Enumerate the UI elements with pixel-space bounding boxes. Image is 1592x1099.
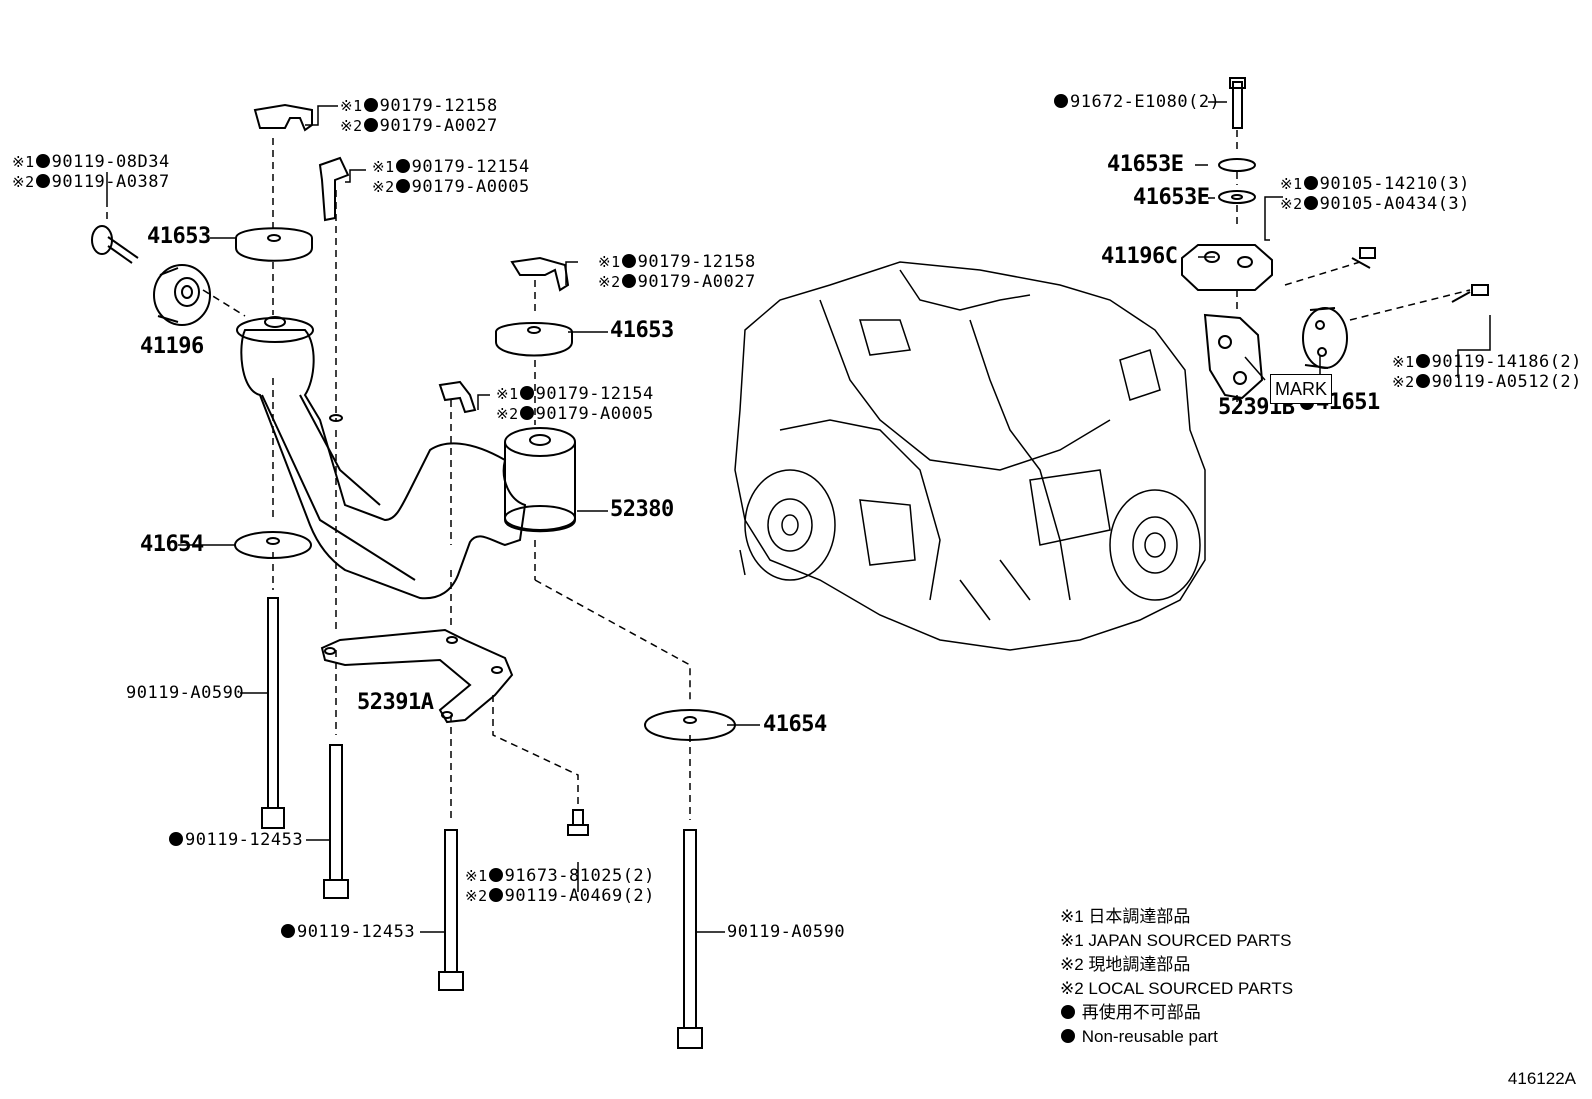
non-reusable-dot-icon: [1303, 196, 1318, 210]
diagram-code: 416122A: [1507, 1069, 1576, 1088]
part-41196: 41196: [140, 334, 204, 359]
non-reusable-dot-icon: [395, 179, 410, 193]
part-52391A: 52391A: [357, 690, 434, 715]
leader-lines: [106, 101, 1491, 933]
part-41654-right: 41654: [763, 712, 827, 737]
insulators: [234, 158, 1256, 741]
non-reusable-dot-icon: [35, 154, 50, 168]
part-41653-left: 41653: [147, 224, 211, 249]
legend-nonreusable-jp: 再使用不可部品: [1060, 1001, 1293, 1025]
legend-local-jp: ※2 現地調達部品: [1060, 955, 1191, 974]
bolts: [91, 77, 1489, 1049]
non-reusable-dot-icon: [281, 924, 295, 938]
non-reusable-dot-icon: [621, 254, 636, 268]
bushing-41196: [153, 264, 211, 326]
part-41196C: 41196C: [1101, 244, 1178, 269]
right-mount-assembly: [1181, 244, 1348, 400]
part-90119-A0590-right: 90119-A0590: [727, 922, 846, 942]
non-reusable-dot-icon: [621, 274, 636, 288]
non-reusable-dot-icon: [1415, 354, 1430, 368]
non-reusable-dot-icon: [1303, 176, 1318, 190]
mark-label: MARK: [1270, 374, 1332, 404]
non-reusable-dot-icon: [488, 868, 503, 882]
part-41653E-a: 41653E: [1107, 152, 1184, 177]
non-reusable-dot-icon: [1061, 1005, 1075, 1019]
part-90119-12453-b: 90119-12453: [280, 922, 415, 942]
legend-local-en: ※2 LOCAL SOURCED PARTS: [1060, 979, 1294, 998]
non-reusable-dot-icon: [1415, 374, 1430, 388]
part-91672-E1080: 91672-E1080(2): [1053, 92, 1220, 112]
non-reusable-dot-icon: [1061, 1029, 1075, 1043]
mount-bracket-drawing: [236, 316, 576, 724]
non-reusable-dot-icon: [363, 118, 378, 132]
legend: ※1 日本調達部品 ※1 JAPAN SOURCED PARTS ※2 現地調達…: [1060, 905, 1293, 1049]
part-90119-A0590-left: 90119-A0590: [126, 683, 245, 703]
clip-brackets: [253, 103, 570, 414]
non-reusable-dot-icon: [519, 406, 534, 420]
non-reusable-dot-icon: [395, 159, 410, 173]
non-reusable-dot-icon: [363, 98, 378, 112]
part-90119-12453-a: 90119-12453: [168, 830, 303, 850]
non-reusable-dot-icon: [1054, 94, 1068, 108]
part-52380: 52380: [610, 497, 674, 522]
legend-nonreusable-en: Non-reusable part: [1060, 1025, 1293, 1049]
legend-japan-en: ※1 JAPAN SOURCED PARTS: [1060, 931, 1292, 950]
part-41654-left: 41654: [140, 532, 204, 557]
part-41653E-b: 41653E: [1133, 185, 1210, 210]
part-41653-mid: 41653: [610, 318, 674, 343]
non-reusable-dot-icon: [488, 888, 503, 902]
legend-japan-jp: ※1 日本調達部品: [1060, 907, 1191, 926]
non-reusable-dot-icon: [35, 174, 50, 188]
transaxle-assembly: [734, 261, 1206, 651]
non-reusable-dot-icon: [519, 386, 534, 400]
non-reusable-dot-icon: [169, 832, 183, 846]
